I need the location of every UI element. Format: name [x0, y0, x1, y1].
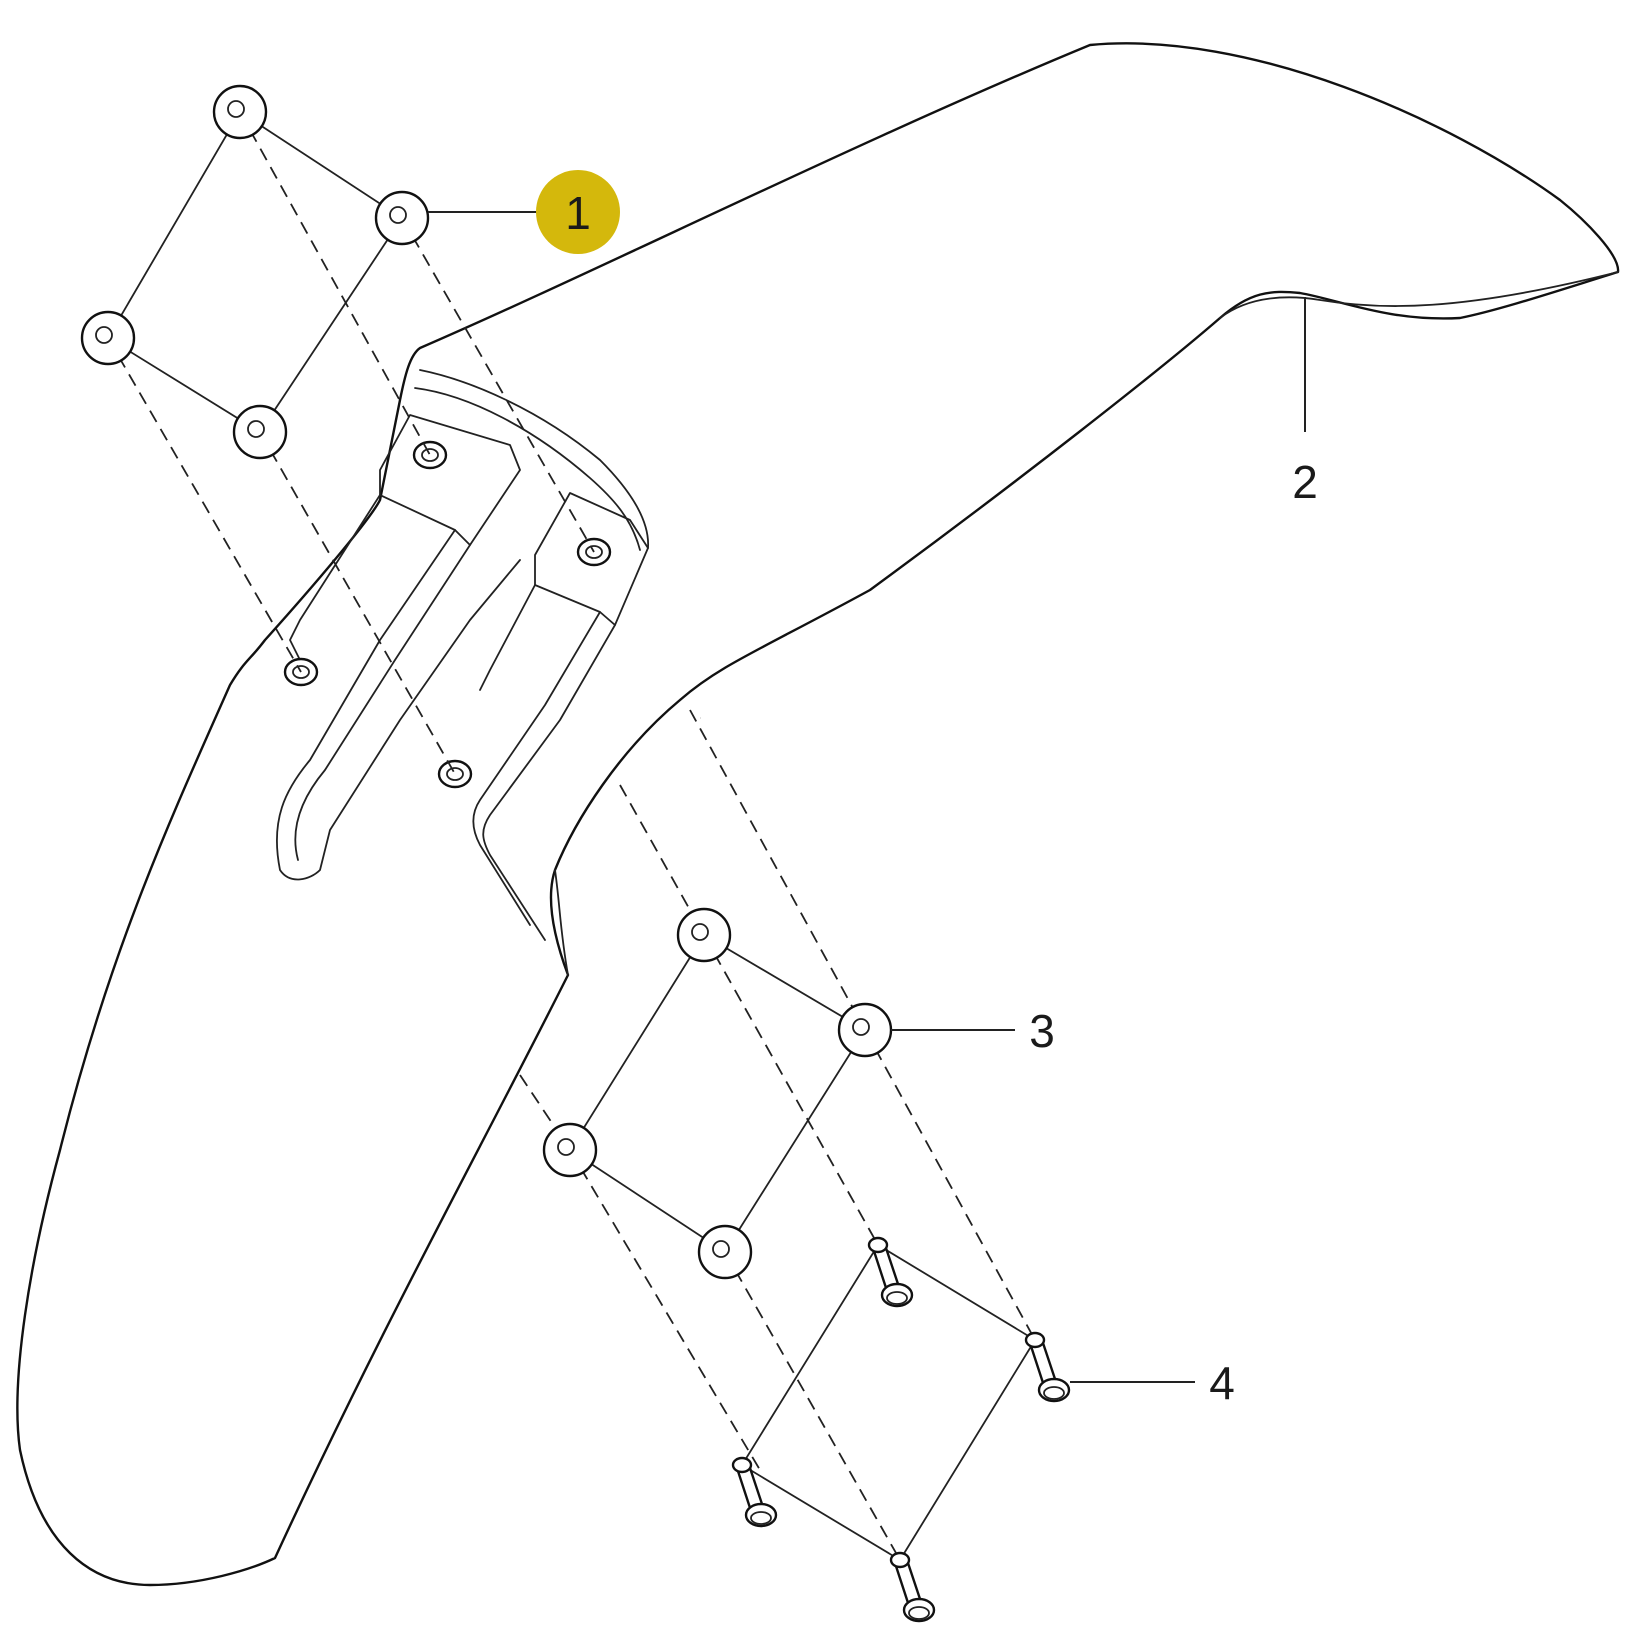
- callout-1-highlight: [536, 170, 620, 254]
- washer-group-top-frame: [107, 111, 403, 433]
- washer: [80, 310, 136, 366]
- fender-body: [16, 42, 1620, 1587]
- washer-group-bottom: [542, 907, 893, 1280]
- washer: [374, 190, 430, 246]
- callout-4-label: 4: [1209, 1357, 1235, 1409]
- washer: [232, 404, 288, 460]
- bolt: [889, 1551, 936, 1623]
- callout-1-label: 1: [565, 187, 591, 239]
- bracket-left-leg: [276, 494, 521, 881]
- bracket-right-leg: [472, 584, 616, 941]
- bolt: [867, 1236, 914, 1308]
- bracket-left-tab: [379, 414, 521, 546]
- bolt: [1024, 1331, 1071, 1403]
- alignment-lines: [107, 111, 1036, 1561]
- washer: [837, 1002, 893, 1058]
- bracket-right-tab: [534, 492, 649, 626]
- fender-inner-edge: [554, 869, 569, 976]
- bolt: [731, 1456, 778, 1528]
- bolt-group: [731, 1236, 1071, 1623]
- callout-2-label: 2: [1292, 456, 1318, 508]
- washer: [542, 1122, 598, 1178]
- callout-2[interactable]: 2: [1292, 297, 1318, 508]
- washer: [676, 907, 732, 963]
- washer-group-bottom-frame: [569, 934, 866, 1253]
- callout-4[interactable]: 4: [1070, 1357, 1235, 1409]
- fender-lip-edge: [1219, 271, 1619, 319]
- front-fender: [16, 42, 1620, 1587]
- bracket-left-leg-inner: [294, 544, 471, 861]
- callout-3-label: 3: [1029, 1005, 1055, 1057]
- washer-group-top: [80, 84, 430, 460]
- washer: [212, 84, 268, 140]
- callout-3[interactable]: 3: [891, 1005, 1055, 1057]
- bracket-top-plate: [419, 369, 649, 549]
- callout-1[interactable]: 1: [428, 170, 620, 254]
- washer: [697, 1224, 753, 1280]
